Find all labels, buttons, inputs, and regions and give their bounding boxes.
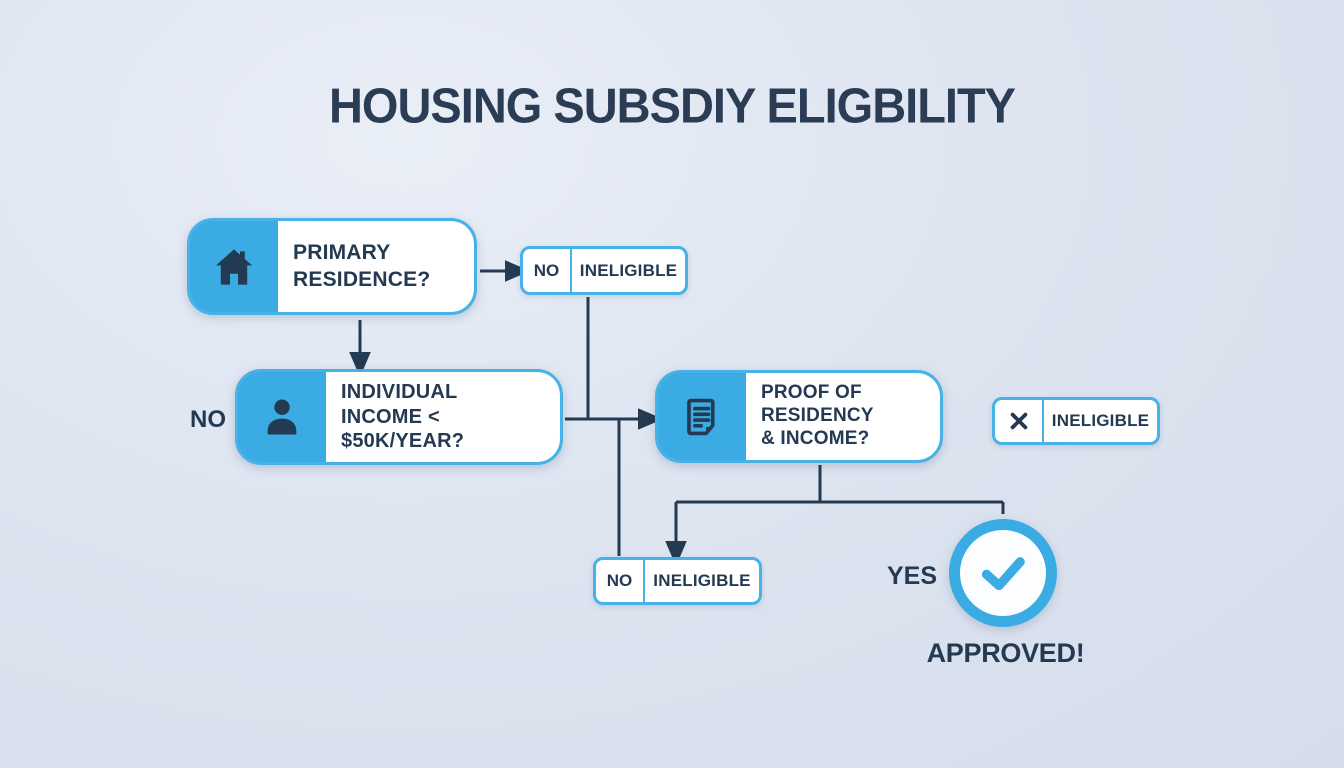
outcome-label: INELIGIBLE xyxy=(643,560,759,602)
label-line: PROOF OF xyxy=(761,382,862,404)
person-icon xyxy=(238,372,326,462)
node-proof-of-residency: PROOF OF RESIDENCY & INCOME? xyxy=(655,370,943,463)
outcome-label: INELIGIBLE xyxy=(1042,400,1157,442)
label-line: & INCOME? xyxy=(761,427,870,449)
label-line: INDIVIDUAL xyxy=(341,380,458,403)
branch-label-yes: YES xyxy=(886,562,938,590)
x-icon xyxy=(995,400,1042,442)
approved-badge xyxy=(949,519,1057,627)
node-individual-income: INDIVIDUAL INCOME < $50K/YEAR? xyxy=(235,369,563,465)
document-icon xyxy=(658,373,746,460)
house-icon xyxy=(190,221,278,312)
node-primary-residence: PRIMARY RESIDENCE? xyxy=(187,218,477,315)
label-line: INCOME < $50K/YEAR? xyxy=(341,405,465,453)
label-line: RESIDENCE? xyxy=(293,267,431,291)
label-line: PRIMARY xyxy=(293,241,391,265)
node-individual-income-label: INDIVIDUAL INCOME < $50K/YEAR? xyxy=(326,372,560,462)
outcome-ineligible-top: NO INELIGIBLE xyxy=(520,246,688,295)
node-primary-residence-label: PRIMARY RESIDENCE? xyxy=(278,221,474,312)
branch-label-no: NO xyxy=(190,406,226,433)
outcome-ineligible-right: INELIGIBLE xyxy=(992,397,1160,445)
page-title: HOUSING SUBSDIY ELIGBILITY xyxy=(328,77,1016,134)
approved-label: APPROVED! xyxy=(926,638,1085,668)
node-proof-of-residency-label: PROOF OF RESIDENCY & INCOME? xyxy=(746,373,940,460)
branch-tag-no: NO xyxy=(606,571,633,590)
outcome-label: INELIGIBLE xyxy=(570,249,685,292)
label-line: RESIDENCY xyxy=(761,405,874,427)
branch-tag-no: NO xyxy=(533,260,560,280)
checkmark-icon xyxy=(970,540,1036,606)
outcome-ineligible-bottom: NO INELIGIBLE xyxy=(593,557,762,605)
